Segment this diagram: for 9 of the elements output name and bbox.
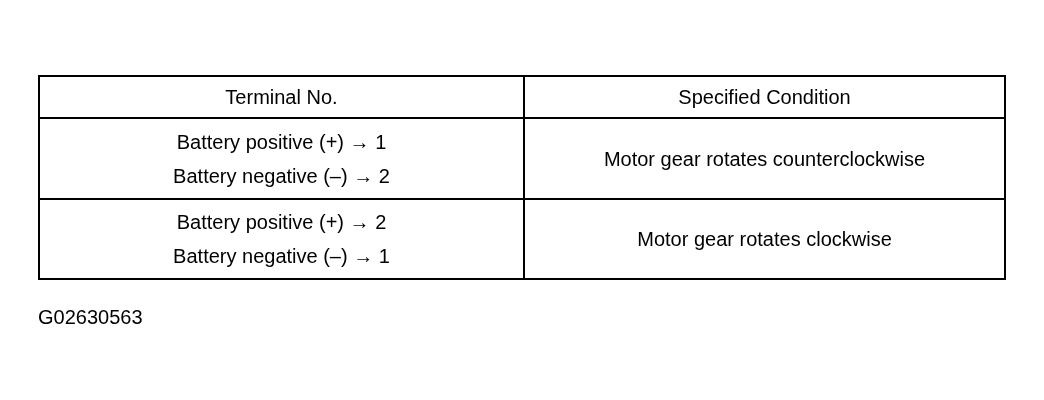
cell-text: Motor gear rotates counterclockwise	[602, 146, 927, 172]
column-header: Specified Condition	[677, 85, 852, 111]
cell-text: Battery negative (–) → 2	[172, 163, 391, 189]
column-header: Terminal No.	[224, 85, 339, 111]
figure-code: G02630563	[38, 306, 143, 329]
cell-text: Battery positive (+) → 2	[175, 210, 388, 236]
cell-text: Battery negative (–) → 1	[172, 244, 391, 270]
cell-text: Battery positive (+) → 1	[175, 129, 388, 155]
cell-text: Motor gear rotates clockwise	[636, 227, 893, 253]
